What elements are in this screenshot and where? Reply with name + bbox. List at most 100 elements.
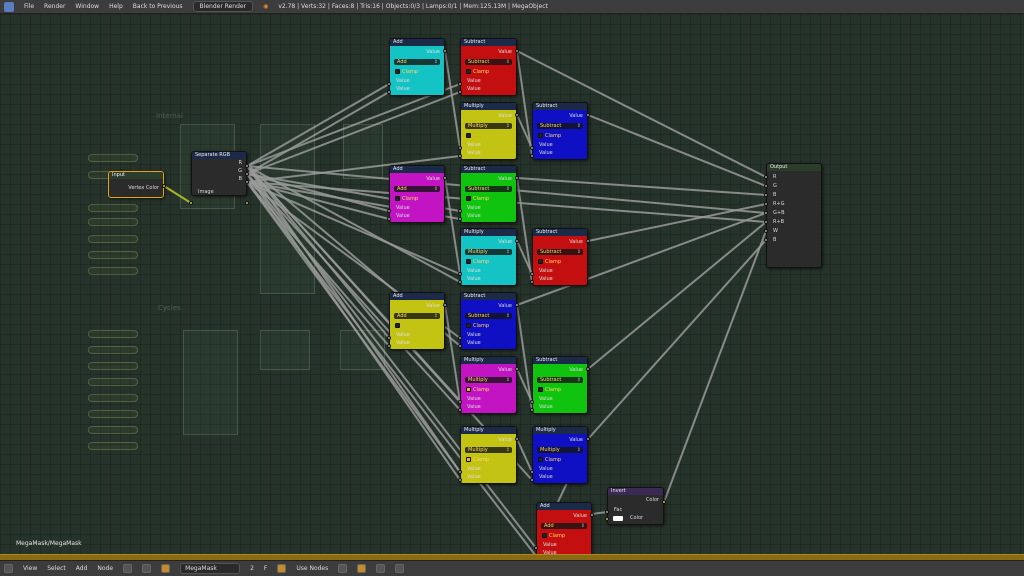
node-socket[interactable]	[764, 193, 768, 197]
operation-dropdown[interactable]: Subtract	[537, 377, 583, 383]
operation-dropdown[interactable]: Multiply	[465, 447, 512, 453]
math-node-header[interactable]: Subtract	[461, 293, 516, 300]
node-socket[interactable]	[458, 280, 462, 284]
node-socket[interactable]	[530, 400, 534, 404]
n11-math-node[interactable]: Multiply Value Multiply Clamp Value Valu…	[460, 356, 517, 414]
output-node[interactable]: Output RGBR+GG+BR+BWB	[766, 163, 822, 268]
node-socket[interactable]	[162, 184, 166, 188]
node-socket[interactable]	[530, 272, 534, 276]
n10-math-node[interactable]: Subtract Value Subtract Clamp Value Valu…	[460, 292, 517, 350]
clamp-checkbox[interactable]	[538, 133, 543, 138]
node-socket[interactable]	[764, 184, 768, 188]
node-socket[interactable]	[764, 202, 768, 206]
menu-window[interactable]: Window	[75, 3, 99, 10]
node-socket[interactable]	[586, 367, 590, 371]
menu-view[interactable]: View	[23, 565, 37, 572]
separate-rgb-header[interactable]: Separate RGB	[192, 152, 246, 159]
node-socket[interactable]	[586, 437, 590, 441]
clamp-checkbox[interactable]	[466, 259, 471, 264]
node-socket[interactable]	[530, 478, 534, 482]
blender-icon[interactable]	[4, 2, 14, 12]
operation-dropdown[interactable]: Add	[394, 313, 440, 319]
operation-dropdown[interactable]: Subtract	[537, 249, 583, 255]
node-socket[interactable]	[458, 90, 462, 94]
n5-math-node[interactable]: Add Value Add Clamp Value Value	[389, 165, 445, 223]
clamp-checkbox[interactable]	[395, 323, 400, 328]
math-node-header[interactable]: Add	[390, 293, 444, 300]
operation-dropdown[interactable]: Add	[394, 59, 440, 65]
n15-math-node[interactable]: Add Value Add Clamp Value Value	[536, 502, 592, 554]
node-socket[interactable]	[515, 49, 519, 53]
node-socket[interactable]	[387, 209, 391, 213]
texture-tree-icon[interactable]	[161, 564, 170, 573]
node-link[interactable]	[517, 51, 532, 156]
node-socket[interactable]	[764, 211, 768, 215]
clamp-checkbox[interactable]	[466, 196, 471, 201]
back-to-previous-button[interactable]: Back to Previous	[133, 3, 183, 10]
output-node-header[interactable]: Output	[767, 164, 821, 171]
node-socket[interactable]	[586, 239, 590, 243]
node-socket[interactable]	[530, 408, 534, 412]
n13-math-node[interactable]: Multiply Value Multiply Clamp Value Valu…	[460, 426, 517, 484]
node-link[interactable]	[517, 305, 532, 410]
node-socket[interactable]	[458, 478, 462, 482]
node-socket[interactable]	[245, 201, 249, 205]
node-socket[interactable]	[764, 220, 768, 224]
use-nodes-checkbox[interactable]	[277, 564, 286, 573]
node-socket[interactable]	[530, 470, 534, 474]
clamp-checkbox[interactable]	[466, 457, 471, 462]
n6-math-node[interactable]: Subtract Value Subtract Clamp Value Valu…	[460, 165, 517, 223]
node-socket[interactable]	[764, 238, 768, 242]
math-node-header[interactable]: Subtract	[461, 39, 516, 46]
invert-node[interactable]: Invert Color Fac Color	[607, 487, 664, 525]
node-socket[interactable]	[458, 209, 462, 213]
node-socket[interactable]	[515, 239, 519, 243]
node-socket[interactable]	[530, 146, 534, 150]
node-socket[interactable]	[764, 175, 768, 179]
node-socket[interactable]	[515, 437, 519, 441]
node-socket[interactable]	[458, 470, 462, 474]
math-node-header[interactable]: Subtract	[533, 229, 587, 236]
math-node-header[interactable]: Add	[537, 503, 591, 510]
operation-dropdown[interactable]: Add	[394, 186, 440, 192]
editor-type-icon[interactable]	[4, 564, 13, 573]
clamp-checkbox[interactable]	[466, 69, 471, 74]
node-link[interactable]	[445, 51, 460, 148]
math-node-header[interactable]: Multiply	[461, 427, 516, 434]
node-socket[interactable]	[458, 82, 462, 86]
operation-dropdown[interactable]: Multiply	[465, 377, 512, 383]
node-link[interactable]	[517, 178, 532, 282]
input-node-header[interactable]: Input	[109, 172, 163, 179]
node-link[interactable]	[588, 115, 766, 186]
node-socket[interactable]	[605, 510, 609, 514]
node-socket[interactable]	[189, 201, 193, 205]
n9-math-node[interactable]: Add Value Add Value Value	[389, 292, 445, 350]
node-socket[interactable]	[458, 344, 462, 348]
node-socket[interactable]	[443, 49, 447, 53]
operation-dropdown[interactable]: Subtract	[465, 186, 512, 192]
operation-dropdown[interactable]: Multiply	[465, 249, 512, 255]
operation-dropdown[interactable]: Subtract	[537, 123, 583, 129]
math-node-header[interactable]: Subtract	[533, 357, 587, 364]
node-socket[interactable]	[515, 303, 519, 307]
clamp-checkbox[interactable]	[542, 533, 547, 538]
menu-file[interactable]: File	[24, 3, 34, 10]
node-socket[interactable]	[605, 517, 609, 521]
node-socket[interactable]	[245, 164, 249, 168]
node-editor[interactable]: Internal Cycles Input Vertex Color Separ	[0, 14, 1024, 554]
node-group-name-field[interactable]: MegaMask	[180, 563, 240, 574]
shader-tree-icon[interactable]	[123, 564, 132, 573]
node-socket[interactable]	[458, 217, 462, 221]
node-socket[interactable]	[458, 154, 462, 158]
math-node-header[interactable]: Multiply	[461, 357, 516, 364]
n12-math-node[interactable]: Subtract Value Subtract Clamp Value Valu…	[532, 356, 588, 414]
node-socket[interactable]	[515, 113, 519, 117]
clamp-checkbox[interactable]	[538, 387, 543, 392]
node-socket[interactable]	[534, 546, 538, 550]
menu-select[interactable]: Select	[47, 565, 66, 572]
n1-math-node[interactable]: Add Value Add Clamp Value Value	[389, 38, 445, 96]
node-socket[interactable]	[458, 272, 462, 276]
node-socket[interactable]	[515, 176, 519, 180]
node-link[interactable]	[664, 231, 766, 502]
node-socket[interactable]	[530, 154, 534, 158]
